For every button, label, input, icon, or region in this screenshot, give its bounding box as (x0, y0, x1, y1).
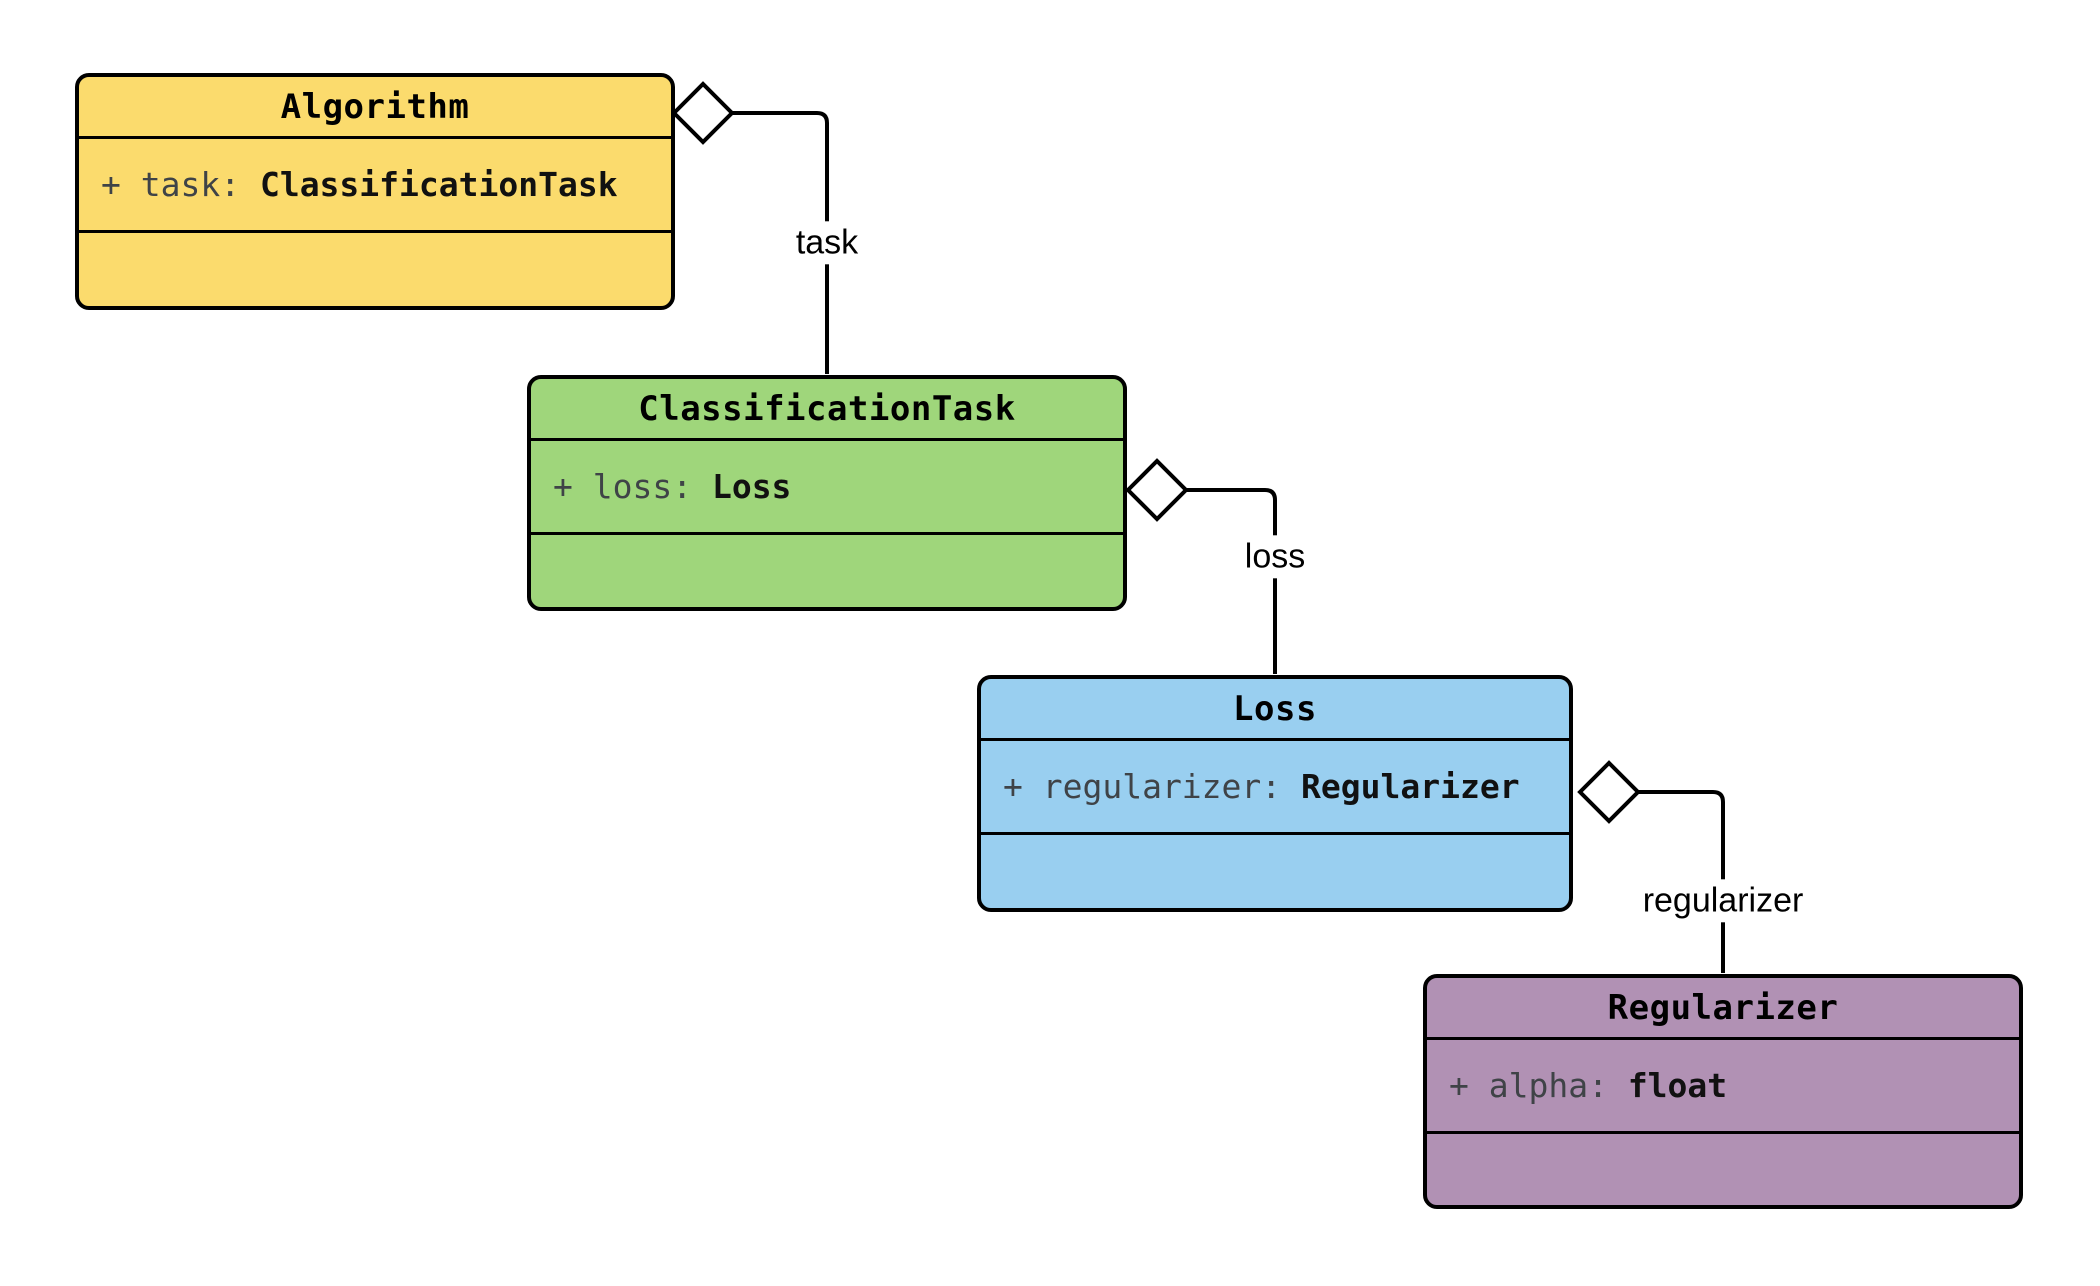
class-classificationtask: ClassificationTask + loss: Loss (527, 375, 1127, 611)
attribute-name: + loss: (553, 467, 712, 506)
attribute-type: ClassificationTask (259, 165, 618, 204)
edge-label-regularizer: regularizer (1636, 879, 1810, 923)
class-regularizer-attribute: + alpha: float (1427, 1037, 2019, 1131)
attribute-name: + regularizer: (1003, 767, 1302, 806)
class-algorithm-attribute: + task: ClassificationTask (79, 136, 671, 230)
class-algorithm-methods-compartment (79, 230, 671, 306)
class-regularizer-title: Regularizer (1607, 987, 1839, 1028)
class-algorithm: Algorithm + task: ClassificationTask (75, 73, 675, 310)
class-loss-title: Loss (1233, 688, 1317, 729)
edge-task (732, 111, 829, 374)
attribute-type: Regularizer (1301, 767, 1520, 806)
attribute-name: + alpha: (1449, 1066, 1628, 1105)
class-classificationtask-title: ClassificationTask (638, 388, 1016, 429)
attribute-name: + task: (101, 165, 260, 204)
class-regularizer-methods-compartment (1427, 1131, 2019, 1205)
aggregation-diamond-task-icon (671, 81, 735, 145)
attribute-type: float (1627, 1066, 1728, 1105)
aggregation-diamond-loss-icon (1125, 458, 1189, 522)
class-loss-methods-compartment (981, 832, 1569, 908)
edge-label-loss: loss (1238, 535, 1312, 579)
class-loss: Loss + regularizer: Regularizer (977, 675, 1573, 912)
class-loss-attribute: + regularizer: Regularizer (981, 738, 1569, 832)
edge-regularizer (1638, 790, 1725, 973)
aggregation-diamond-regularizer-icon (1577, 760, 1641, 824)
class-classificationtask-attribute: + loss: Loss (531, 438, 1123, 532)
attribute-type: Loss (711, 467, 792, 506)
class-classificationtask-methods-compartment (531, 532, 1123, 607)
class-regularizer: Regularizer + alpha: float (1423, 974, 2023, 1209)
edge-loss (1186, 488, 1277, 674)
edge-label-task: task (789, 221, 865, 265)
class-algorithm-title: Algorithm (280, 86, 470, 127)
